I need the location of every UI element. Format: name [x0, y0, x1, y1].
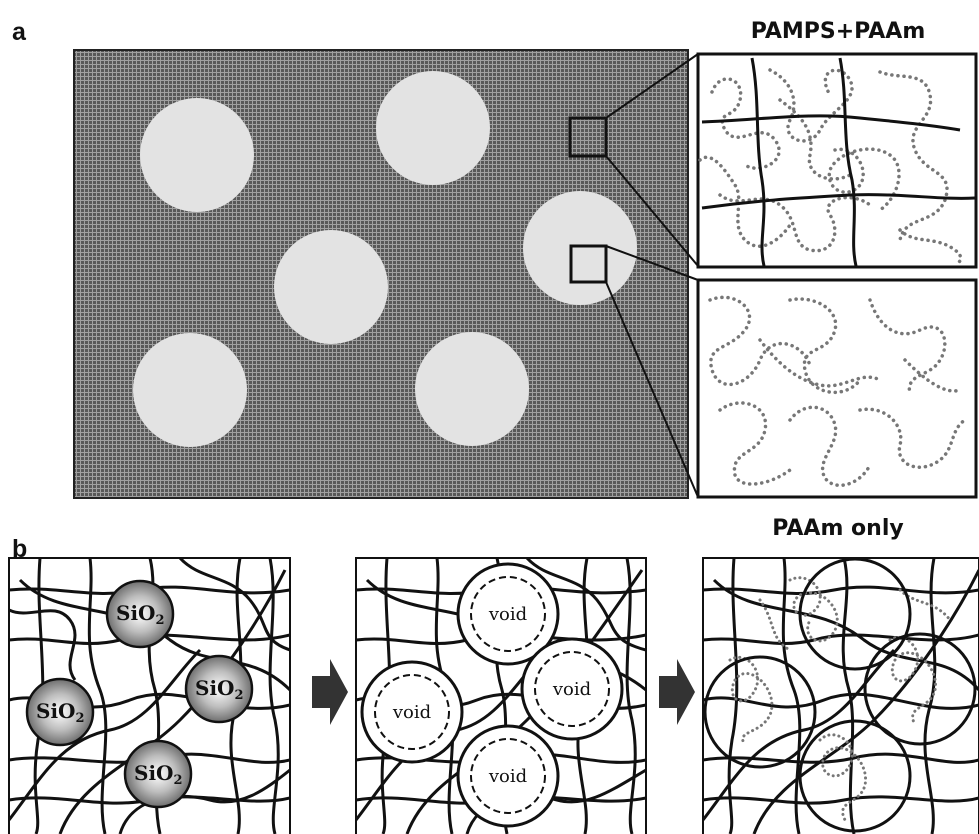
void-label: void — [392, 702, 431, 723]
void-label: void — [488, 604, 527, 625]
particle-domain — [140, 98, 254, 212]
bottom-inset-label: PAAm only — [772, 516, 903, 541]
particle-domain — [415, 332, 529, 446]
void-label: void — [552, 679, 591, 700]
inset-double-network — [698, 54, 976, 267]
inset-frame — [698, 280, 976, 497]
process-arrow — [659, 659, 695, 725]
stage-1-particles-in-network: SiO2 SiO2 SiO2 SiO2 — [9, 558, 290, 834]
process-arrow — [312, 659, 348, 725]
particle-domain — [523, 191, 637, 305]
void-label: void — [488, 766, 527, 787]
stage-3-filled-voids — [703, 558, 979, 834]
particle-domain — [274, 230, 388, 344]
inset-single-network — [698, 280, 976, 497]
stage-2-voids: void void void void — [356, 558, 646, 834]
top-inset-label: PAMPS+PAAm — [751, 19, 926, 44]
particle-domain — [376, 71, 490, 185]
particle-domain — [133, 333, 247, 447]
panel-a-letter: a — [12, 18, 27, 46]
